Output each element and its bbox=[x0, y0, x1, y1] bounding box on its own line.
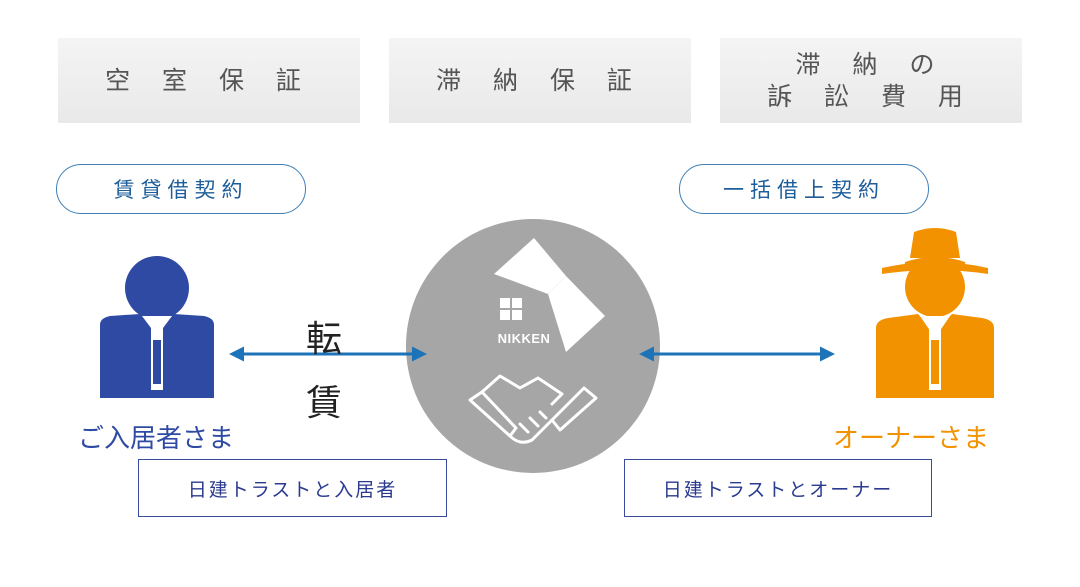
top-box-litigation-costs: 滞 納 の 訴 訟 費 用 bbox=[720, 38, 1022, 123]
lease-contract-pill: 賃貸借契約 bbox=[56, 164, 306, 214]
sublease-char-1: 転 bbox=[306, 319, 343, 360]
top-box-vacancy-guarantee: 空 室 保 証 bbox=[58, 38, 360, 123]
owner-person-icon bbox=[876, 228, 994, 398]
master-lease-contract-pill: 一括借上契約 bbox=[679, 164, 929, 214]
nikken-logo-text: NIKKEN bbox=[497, 331, 551, 346]
top-box-arrears-guarantee: 滞 納 保 証 bbox=[389, 38, 691, 123]
relation-box-tenant: 日建トラストと入居者 bbox=[138, 459, 447, 517]
tenant-person-icon bbox=[100, 256, 214, 398]
owner-label: オーナーさま bbox=[833, 424, 990, 454]
relation-box-owner: 日建トラストとオーナー bbox=[624, 459, 932, 517]
nikken-hub bbox=[406, 219, 660, 473]
sublease-char-2: 賃 bbox=[306, 383, 343, 424]
nikken-logo-mark bbox=[494, 238, 605, 352]
tenant-label: ご入居者さま bbox=[78, 424, 235, 454]
handshake-icon bbox=[468, 374, 598, 444]
